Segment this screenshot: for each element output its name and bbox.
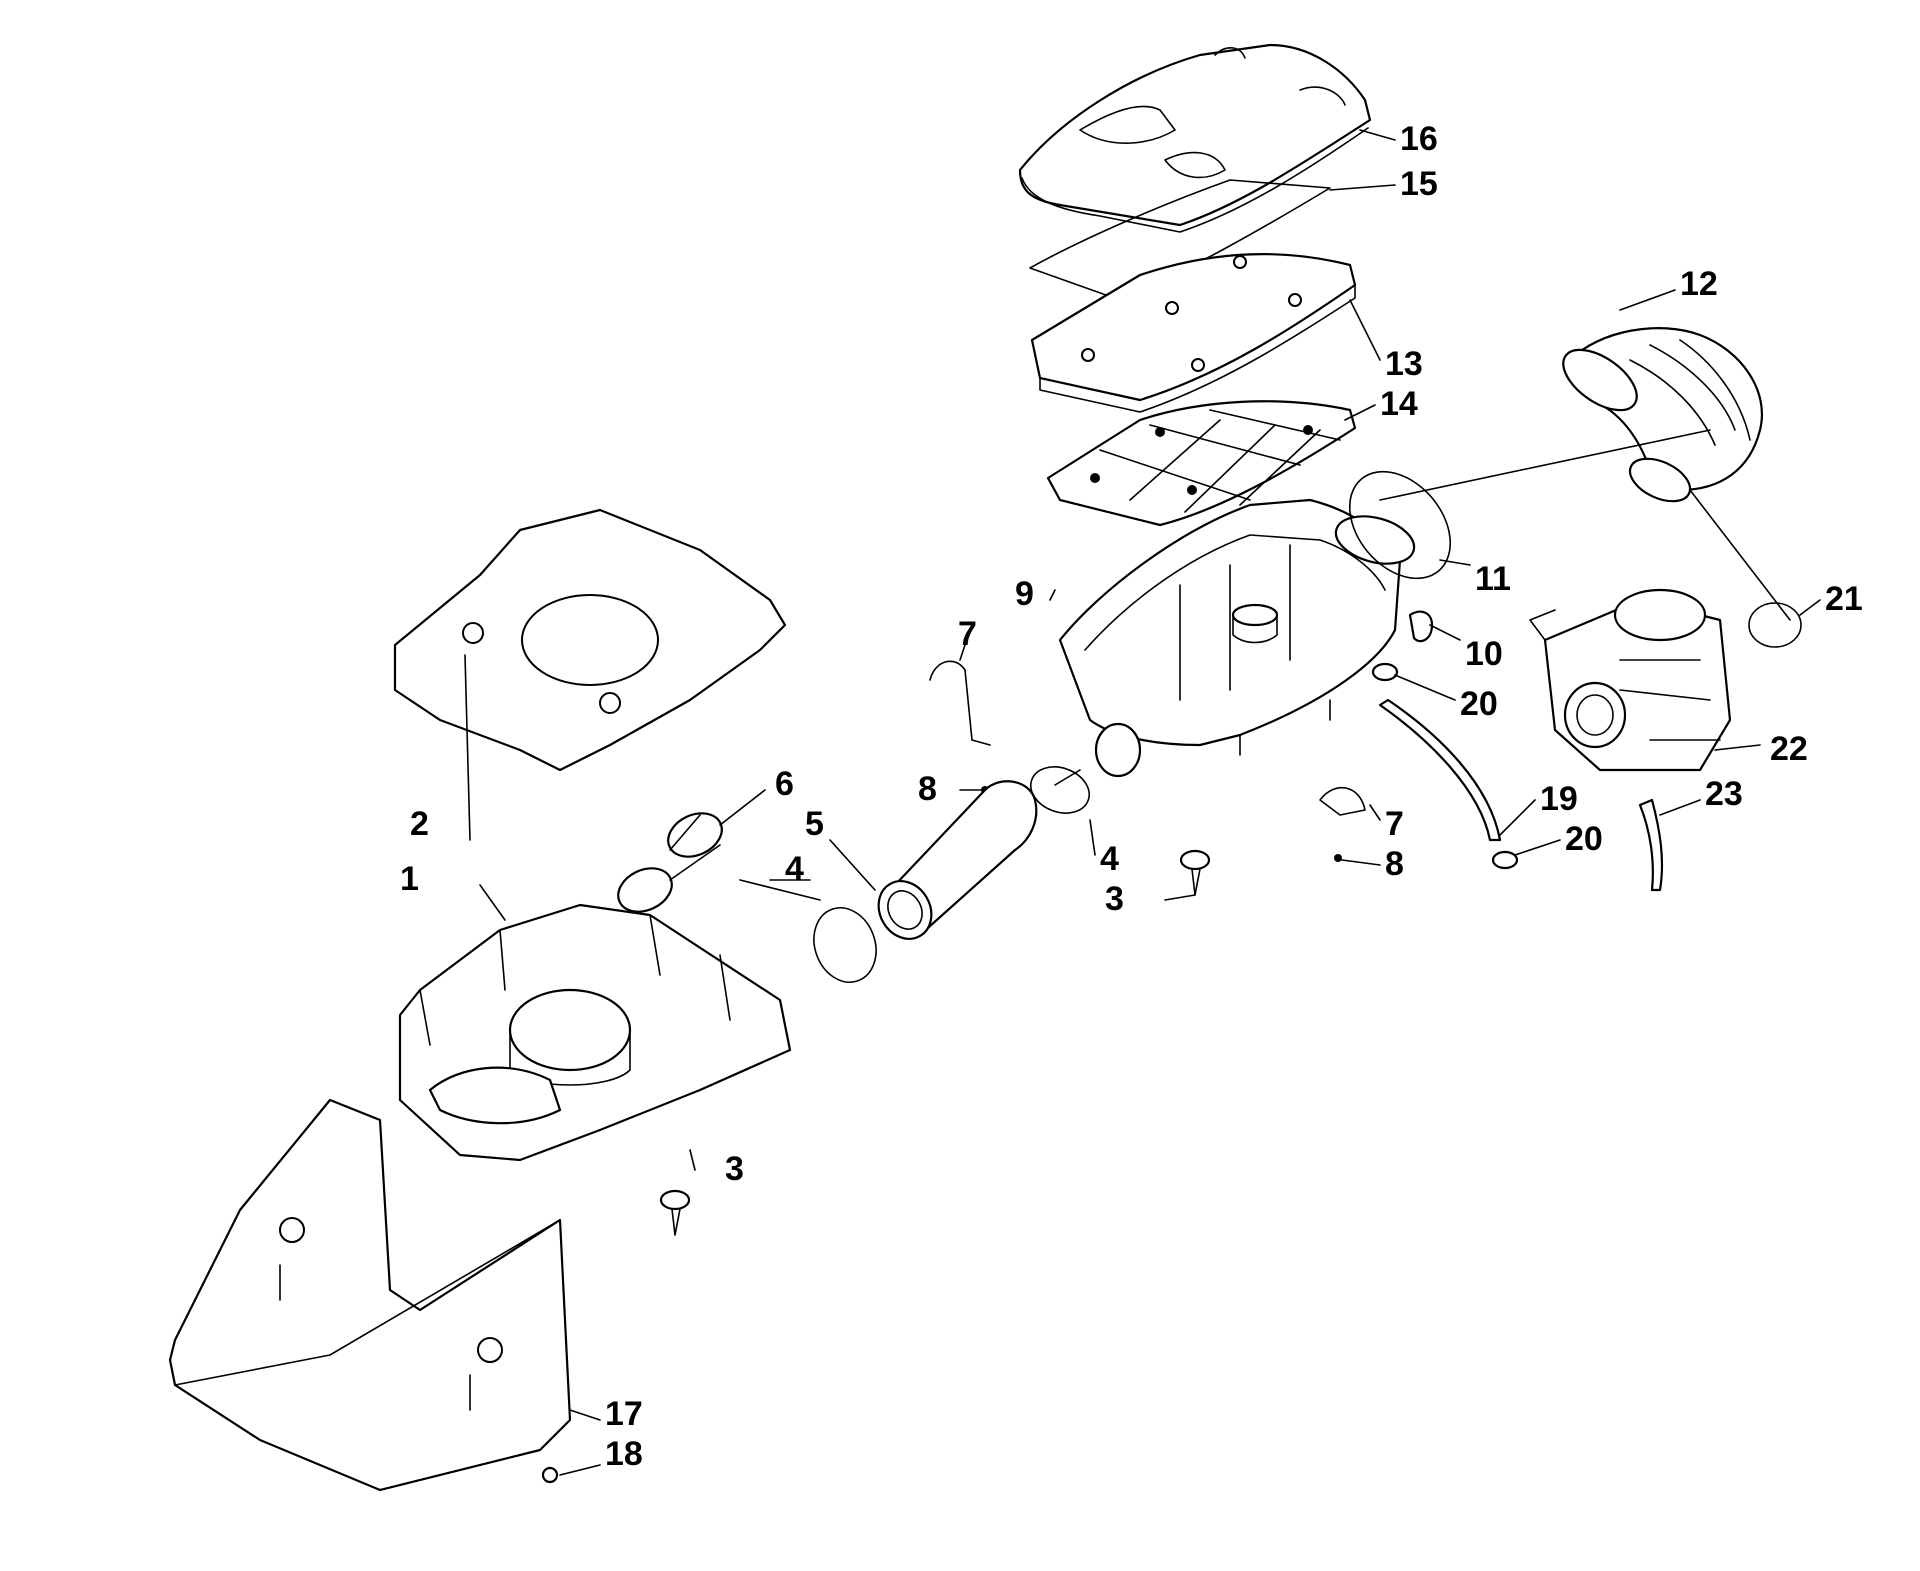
shield-hole-icon <box>279 1217 305 1243</box>
screw-lower-icon <box>1334 854 1342 862</box>
callout-11: 11 <box>1475 560 1511 598</box>
airbox-housing[interactable] <box>1058 498 1419 778</box>
heat-shield[interactable] <box>168 1098 572 1492</box>
callout-12: 12 <box>1680 265 1718 303</box>
boot-clamp[interactable] <box>1329 452 1470 598</box>
fastener-icon <box>1155 427 1165 437</box>
filter-hole-icon <box>1288 293 1302 307</box>
filter-hole-icon <box>1233 255 1247 269</box>
bracket-lower[interactable] <box>1319 786 1366 816</box>
airbox-base[interactable] <box>398 903 792 1162</box>
callout-3-lower: 3 <box>725 1150 744 1188</box>
callout-4-left: 4 <box>785 850 804 888</box>
drain-hose[interactable] <box>1378 698 1502 842</box>
fastener-icon <box>1187 485 1197 495</box>
callout-21: 21 <box>1825 580 1863 618</box>
callout-15: 15 <box>1400 165 1438 203</box>
hose-clamp-upper[interactable] <box>1371 662 1399 682</box>
carb-clamp[interactable] <box>1748 602 1802 648</box>
fastener-icon <box>1303 425 1313 435</box>
airbox-lid[interactable] <box>1018 43 1372 233</box>
plate-hole-icon <box>599 692 621 714</box>
callout-labels: 16 15 12 13 14 11 21 9 10 20 7 6 5 8 22 … <box>400 120 1863 1473</box>
callout-20-lower: 20 <box>1565 820 1603 858</box>
callout-9: 9 <box>1015 575 1034 613</box>
callout-7-lower: 7 <box>1385 805 1404 843</box>
callout-8-lower: 8 <box>1385 845 1404 883</box>
air-filter[interactable] <box>1030 253 1357 413</box>
shield-fastener[interactable] <box>541 1466 559 1484</box>
callout-16: 16 <box>1400 120 1438 158</box>
callout-13: 13 <box>1385 345 1423 383</box>
filter-cage[interactable] <box>1046 400 1357 527</box>
callout-18: 18 <box>605 1435 643 1473</box>
callout-2: 2 <box>410 805 429 843</box>
filter-hole-icon <box>1081 348 1095 362</box>
duct-clamp-upper[interactable] <box>1024 759 1095 821</box>
callout-1: 1 <box>400 860 419 898</box>
callout-17: 17 <box>605 1395 643 1433</box>
grommet-upper[interactable] <box>1179 849 1211 871</box>
clip[interactable] <box>1408 610 1434 643</box>
callout-7-upper: 7 <box>958 615 977 653</box>
callout-6: 6 <box>775 765 794 803</box>
callout-20-upper: 20 <box>1460 685 1498 723</box>
filter-hole-icon <box>1165 301 1179 315</box>
callout-5: 5 <box>805 805 824 843</box>
duct-clamp-lower[interactable] <box>804 899 886 991</box>
vent-hose[interactable] <box>1638 798 1664 892</box>
callout-3-upper: 3 <box>1105 880 1124 918</box>
fastener-icon <box>1090 473 1100 483</box>
filter-hole-icon <box>1191 358 1205 372</box>
grommet-lower[interactable] <box>659 1189 691 1211</box>
carburetor[interactable] <box>1529 588 1732 772</box>
cover-plate[interactable] <box>393 508 787 772</box>
leader-lines <box>464 129 1821 1476</box>
callout-14: 14 <box>1380 385 1418 423</box>
plate-hole-icon <box>462 622 484 644</box>
callout-4-right: 4 <box>1100 840 1119 878</box>
intake-boot[interactable] <box>1553 327 1763 510</box>
callout-22: 22 <box>1770 730 1808 768</box>
intake-duct[interactable] <box>868 780 1038 948</box>
callout-10: 10 <box>1465 635 1503 673</box>
callout-19: 19 <box>1540 780 1578 818</box>
callout-23: 23 <box>1705 775 1743 813</box>
bracket-upper[interactable] <box>929 660 991 746</box>
coupler[interactable] <box>611 805 729 920</box>
shield-hole-icon <box>477 1337 503 1363</box>
hose-clamp-lower[interactable] <box>1491 850 1519 870</box>
callout-8-upper: 8 <box>918 770 937 808</box>
